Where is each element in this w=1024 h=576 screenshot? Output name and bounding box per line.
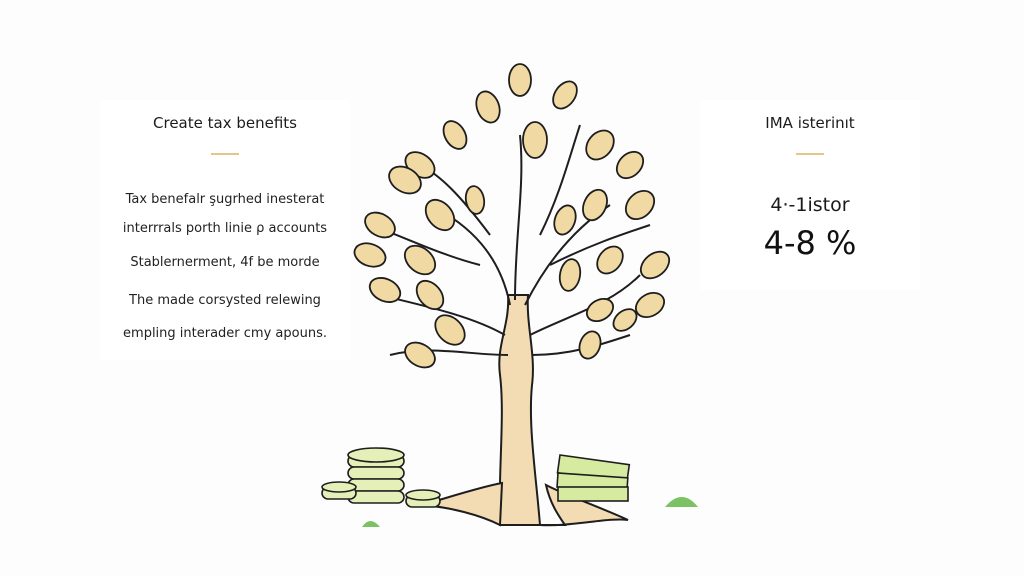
coin-stack-icon <box>321 447 441 508</box>
stat-value: 4-8 % <box>763 224 857 262</box>
accent-divider <box>211 153 239 155</box>
card-title: IMA isterinıt <box>765 114 855 132</box>
bush-icon <box>362 497 698 527</box>
body-line: Tax benefalr şugrhed inesterat <box>125 192 325 207</box>
leaves-icon <box>353 63 671 369</box>
tax-benefits-card: Create tax benefits Tax benefalr şugrhed… <box>100 100 350 360</box>
body-line: Stablernerment, 4f be morde <box>130 255 320 270</box>
money-tree-illustration <box>310 55 710 545</box>
body-line: The made corsysted relewing <box>129 293 321 308</box>
body-line: empling interader cmy apouns. <box>123 326 327 341</box>
card-title: Create tax benefits <box>153 114 297 132</box>
accent-divider <box>796 153 824 155</box>
body-line: interrrals porth linie ρ accounts <box>122 221 328 236</box>
ima-interest-card: IMA isterinıt 4·-1istor 4-8 % <box>700 100 920 290</box>
cash-bundle-icon <box>556 454 631 502</box>
stat-label: 4·-1istor <box>770 194 850 216</box>
